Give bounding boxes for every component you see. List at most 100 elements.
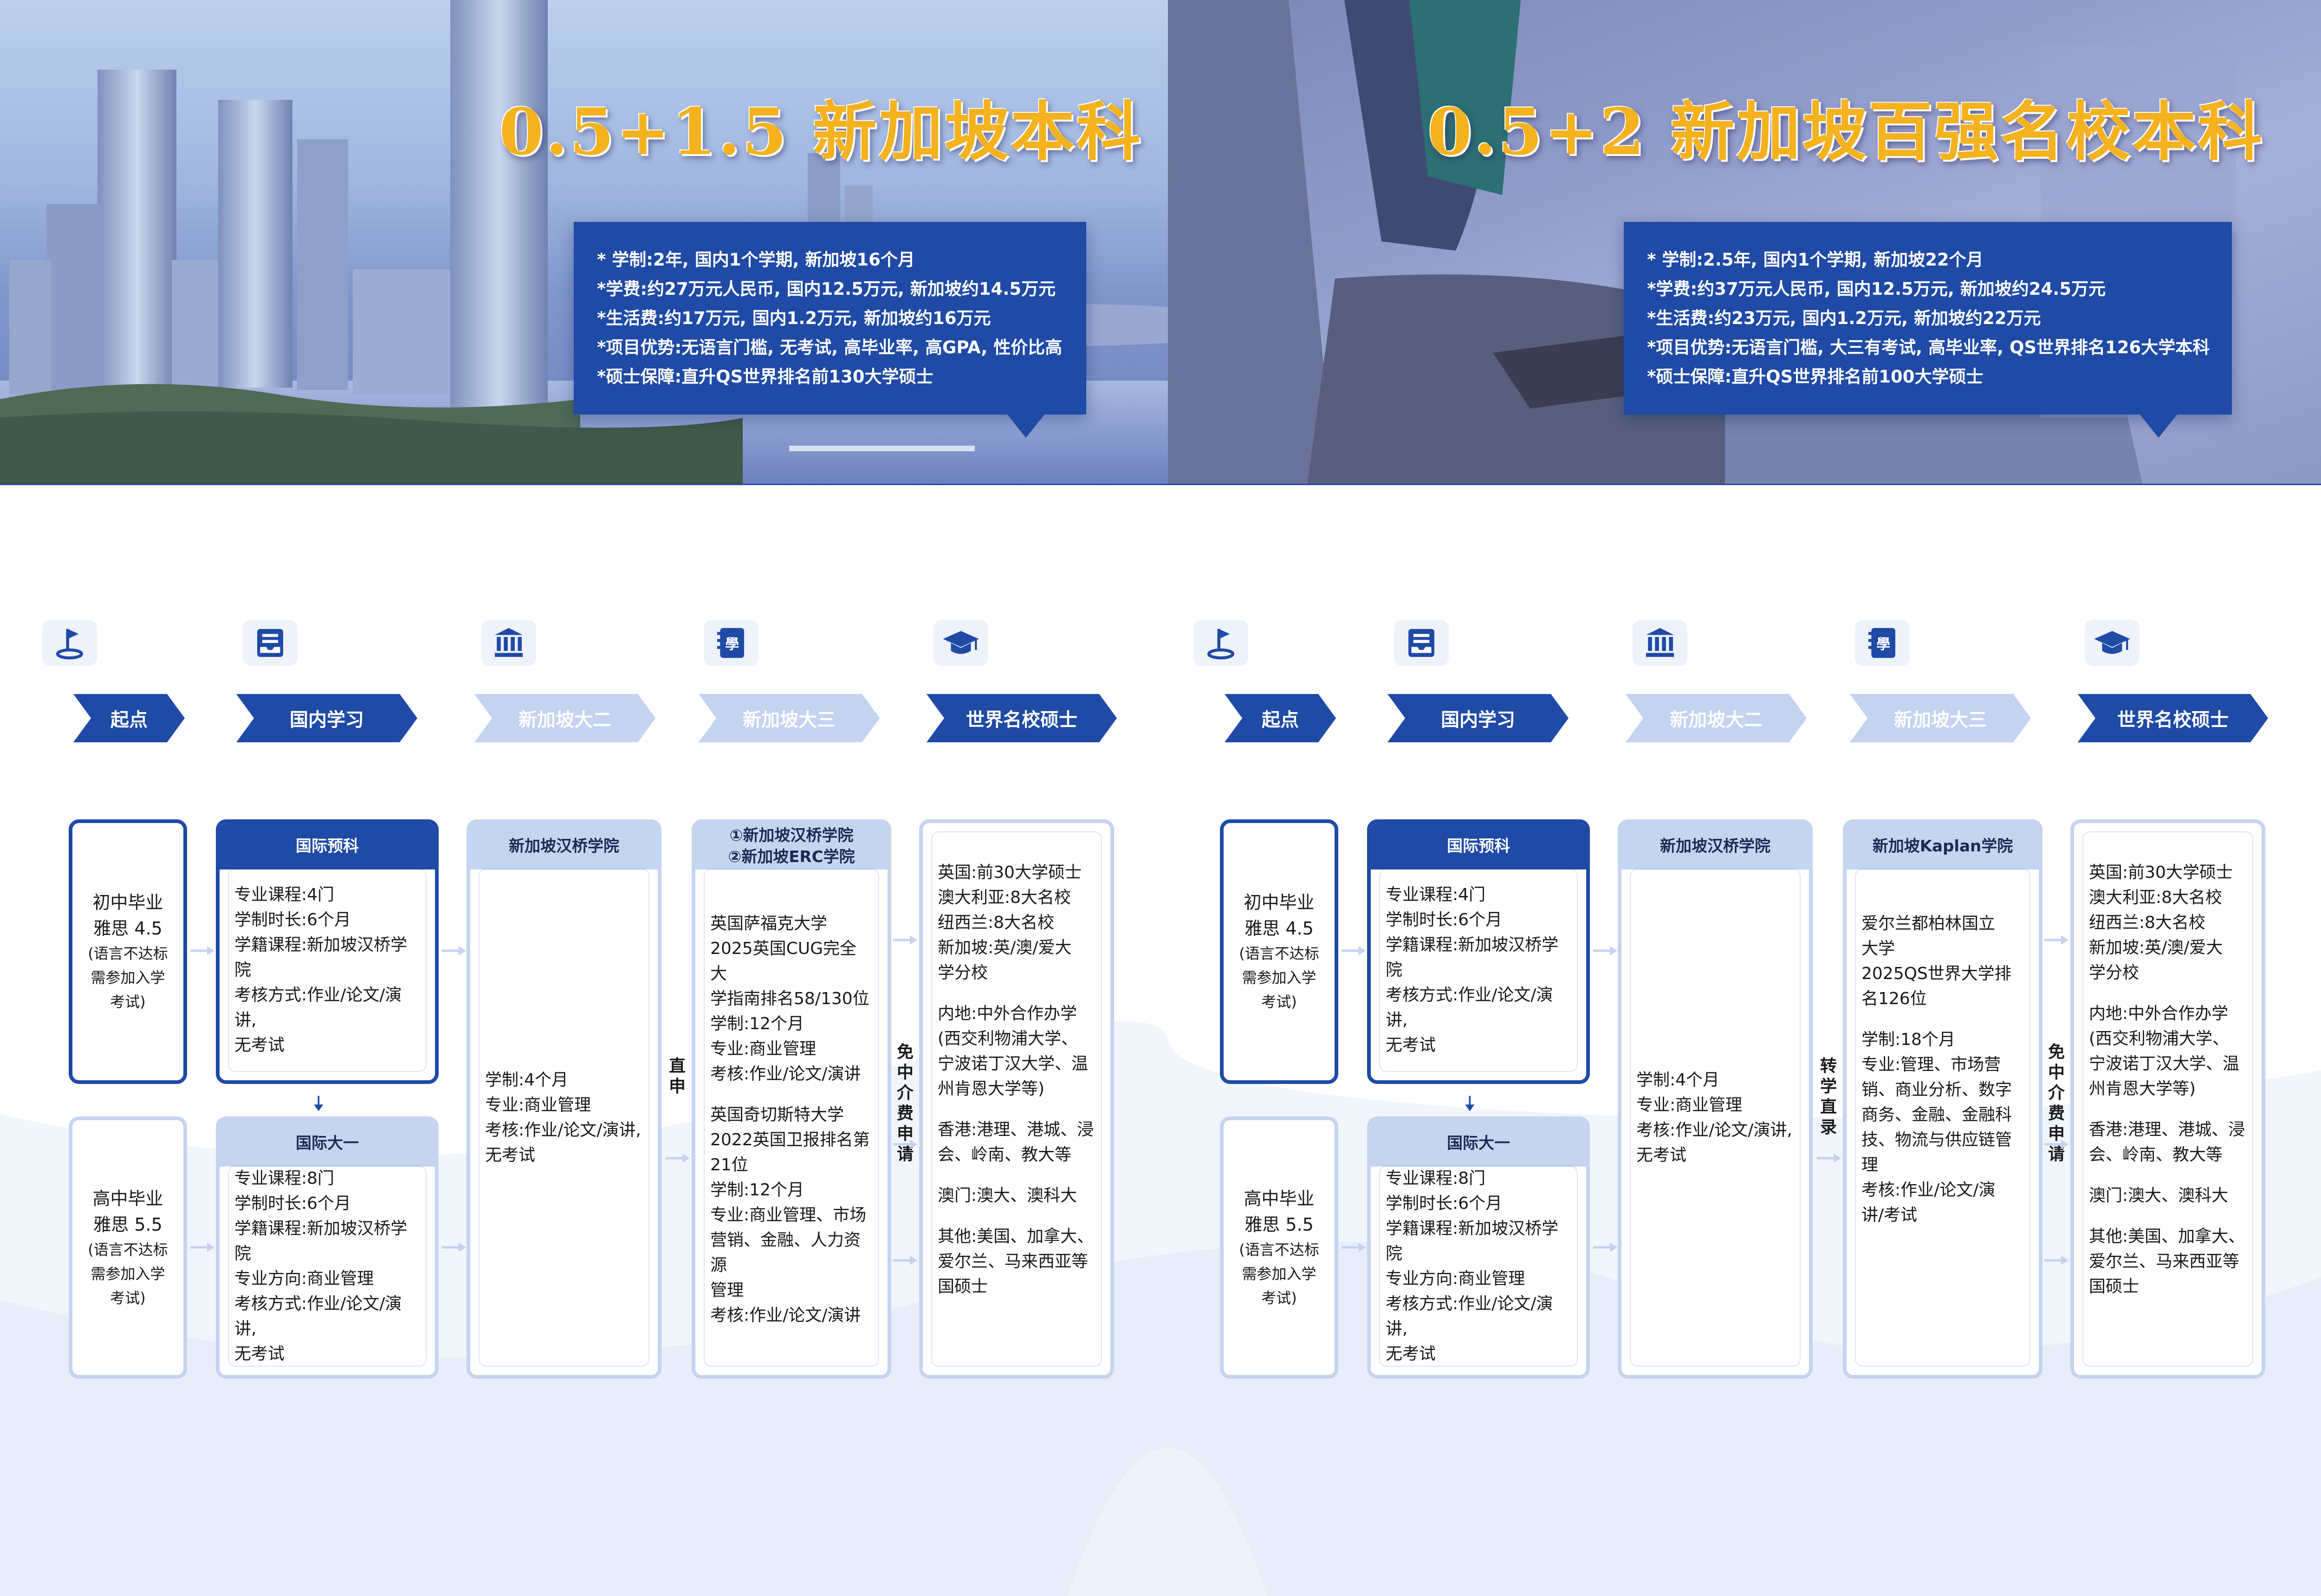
card-line: 学籍课程:新加坡汉桥学院: [1386, 935, 1559, 980]
start-line: 初中毕业: [1244, 892, 1315, 913]
master-region-block: 英国:前30大学硕士澳大利亚:8大名校纽西兰:8大名校新加坡:英/澳/爱大学分校: [2089, 860, 2247, 986]
card-line: 澳门:澳大、澳科大: [2089, 1186, 2229, 1205]
card-line: 考核:作业/论文/演讲,: [1636, 1120, 1792, 1140]
start-card-junior-text: 初中毕业雅思 4.5(语言不达标需参加入学考试): [72, 823, 183, 1080]
step-year2-chevron: 新加坡大二: [474, 694, 655, 742]
card-line: 专业课程:8门: [234, 1168, 335, 1188]
start-note-line: 考试): [110, 1289, 146, 1307]
card-line: 英国:前30大学硕士: [938, 863, 1082, 882]
right-program-info-box: * 学制:2.5年, 国内1个学期, 新加坡22个月 *学费:约37万元人民币,…: [1624, 222, 2232, 415]
info-line: *硕士保障:直升QS世界排名前130大学硕士: [597, 367, 934, 387]
card-line: 新加坡:英/澳/爱大: [2089, 938, 2223, 957]
master-region-block: 澳门:澳大、澳科大: [938, 1183, 1096, 1208]
card-line: 无考试: [485, 1145, 536, 1165]
card-line: 英国萨福克大学: [710, 914, 828, 933]
banner-divider-strip: [0, 484, 2321, 485]
arrow-right-icon: [190, 1243, 214, 1252]
master-card: 英国:前30大学硕士澳大利亚:8大名校纽西兰:8大名校新加坡:英/澳/爱大学分校…: [2070, 819, 2265, 1379]
start-note-line: (语言不达标: [88, 1240, 168, 1259]
master-region-block: 英国:前30大学硕士澳大利亚:8大名校纽西兰:8大名校新加坡:英/澳/爱大学分校: [938, 860, 1096, 986]
start-note-line: 需参加入学: [1242, 969, 1316, 986]
card-line: 无考试: [1636, 1145, 1687, 1165]
card-line: 澳大利亚:8大名校: [2089, 888, 2223, 907]
arrow-right-icon: [2044, 1140, 2068, 1149]
card-line: 学制时长:6个月: [234, 910, 351, 929]
year2-card: 新加坡汉桥学院 学制:4个月专业:商业管理考核:作业/论文/演讲,无考试: [1618, 819, 1813, 1379]
flag-hole-icon: [1193, 620, 1248, 666]
master-region-block: 其他:美国、加拿大、爱尔兰、马来西亚等国硕士: [2089, 1224, 2247, 1299]
card-line: 内地:中外合作办学: [938, 1004, 1077, 1023]
card-line: 学分校: [2089, 963, 2139, 982]
card-line: 考核方式:作业/论文/演讲,: [1386, 986, 1553, 1030]
card-line: 爱尔兰、马来西亚等: [2089, 1252, 2240, 1271]
prep-card: 国际预科 专业课程:4门学制时长:6个月学籍课程:新加坡汉桥学院考核方式:作业/…: [216, 819, 439, 1084]
card-line: 纽西兰:8大名校: [2089, 913, 2206, 932]
card-line: 专业方向:商业管理: [1386, 1269, 1525, 1288]
arrow-right-icon: [666, 1154, 690, 1163]
card-line: 学籍课程:新加坡汉桥学院: [1386, 1219, 1559, 1263]
card-line: 澳大利亚:8大名校: [938, 888, 1071, 907]
arrow-down-icon: [1465, 1096, 1475, 1111]
info-line: *学费:约27万元人民币, 国内12.5万元, 新加坡约14.5万元: [597, 279, 1056, 299]
master-region-block: 香港:港理、港城、浸会、岭南、教大等: [2089, 1117, 2247, 1168]
card-line: 学制:4个月: [1636, 1070, 1720, 1090]
card-line: 2022英国卫报排名第: [710, 1130, 870, 1149]
card-line: 会、岭南、教大等: [938, 1145, 1072, 1164]
card-line: 考核:作业/论文/演: [1861, 1181, 1996, 1200]
start-card-junior: 初中毕业雅思 4.5(语言不达标需参加入学考试): [69, 819, 187, 1084]
card-line: 大学: [1861, 939, 1895, 958]
svg-text:學: 學: [1876, 636, 1890, 653]
start-note-line: (语言不达标: [88, 945, 168, 962]
start-note-line: 需参加入学: [91, 1265, 165, 1283]
card-line: 学籍课程:新加坡汉桥学院: [234, 935, 408, 980]
card-line: 考核:作业/论文/演讲,: [485, 1120, 641, 1140]
card-line: 专业课程:4门: [234, 885, 335, 904]
year1-card-title: 国际大一: [1371, 1120, 1586, 1167]
year3-application-note: 免中介费申请: [896, 1043, 914, 1164]
prep-card: 国际预科 专业课程:4门学制时长:6个月学籍课程:新加坡汉桥学院考核方式:作业/…: [1367, 819, 1590, 1084]
card-line: 宁波诺丁汉大学、温: [938, 1054, 1089, 1073]
year2-card-title: 新加坡汉桥学院: [470, 823, 658, 869]
start-note-line: (语言不达标: [1239, 1240, 1319, 1259]
year2-card-body: 学制:4个月专业:商业管理考核:作业/论文/演讲,无考试: [1631, 869, 1800, 1366]
card-line: 香港:港理、港城、浸: [938, 1120, 1094, 1139]
right-program-title: 0.5+2 新加坡百强名校本科: [1427, 94, 2264, 169]
arrow-right-icon: [893, 935, 917, 945]
card-line: 考核方式:作业/论文/演讲,: [234, 986, 402, 1030]
right-info-box-pointer: [2140, 415, 2177, 438]
card-line: 讲/考试: [1861, 1206, 1918, 1225]
card-line: 商务、金融、金融科: [1861, 1105, 2012, 1124]
card-line: 专业方向:商业管理: [234, 1269, 374, 1288]
arrow-right-icon: [190, 946, 214, 955]
year2-card-body: 学制:4个月专业:商业管理考核:作业/论文/演讲,无考试: [480, 869, 648, 1366]
start-card-senior: 高中毕业雅思 5.5(语言不达标需参加入学考试): [69, 1116, 187, 1379]
card-line: 学制:4个月: [485, 1070, 569, 1090]
prep-card-title: 国际预科: [220, 823, 435, 869]
master-card: 英国:前30大学硕士澳大利亚:8大名校纽西兰:8大名校新加坡:英/澳/爱大学分校…: [919, 819, 1114, 1379]
step-master-chevron: 世界名校硕士: [927, 694, 1117, 742]
card-line: 会、岭南、教大等: [2089, 1145, 2223, 1164]
arrow-right-icon: [1593, 1243, 1617, 1252]
card-line: 技、物流与供应链管: [1861, 1130, 2012, 1149]
study-book-icon: 學: [1855, 620, 1910, 666]
start-note-line: 考试): [110, 993, 146, 1011]
year3-application-note: 免中介费申请: [2048, 1043, 2065, 1164]
card-line: 英国奇切斯特大学: [710, 1105, 844, 1124]
card-line: 2025英国CUG完全大: [710, 939, 857, 983]
left-info-box-pointer: [1007, 415, 1044, 438]
prep-card-title: 国际预科: [1371, 823, 1586, 869]
card-line: 专业:商业管理: [710, 1039, 817, 1058]
card-line: 学制时长:6个月: [234, 1194, 351, 1213]
card-line: 考核:作业/论文/演讲: [710, 1064, 861, 1083]
start-line: 初中毕业: [92, 892, 163, 913]
info-line: *项目优势:无语言门槛, 大三有考试, 高毕业率, QS世界排名126大学本科: [1647, 337, 2210, 357]
step-year3-chevron: 新加坡大三: [1850, 694, 2031, 742]
year2-transfer-note: 直申: [668, 1057, 686, 1096]
institution-building-icon: [481, 620, 536, 666]
card-line: 考核:作业/论文/演讲: [710, 1306, 861, 1325]
card-line: 管理: [710, 1281, 744, 1300]
